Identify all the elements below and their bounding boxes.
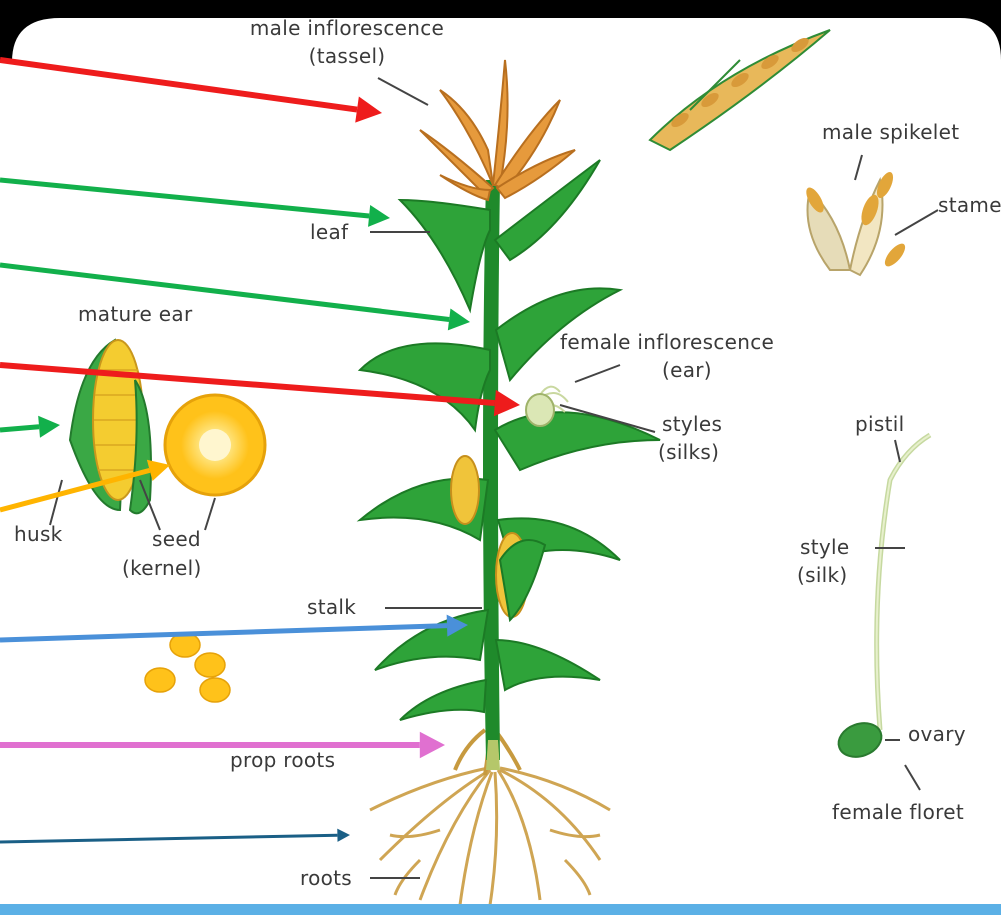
label-kernel: (kernel)	[122, 556, 202, 580]
label-style: style	[800, 535, 849, 559]
label-stamen: stame	[938, 193, 1001, 217]
label-silk: (silk)	[797, 563, 848, 587]
label-stalk: stalk	[307, 595, 356, 619]
label-prop-roots: prop roots	[230, 748, 335, 772]
label-roots: roots	[300, 866, 352, 890]
label-ovary: ovary	[908, 722, 966, 746]
bottom-accent-bar	[0, 904, 1001, 915]
label-female-inflorescence: female inflorescence	[560, 330, 774, 354]
label-male-inflorescence: male inflorescence	[222, 16, 472, 40]
ear-on-stalk	[451, 456, 479, 524]
label-seed: seed	[152, 527, 201, 551]
label-male-spikelet: male spikelet	[822, 120, 959, 144]
label-styles: styles	[662, 412, 722, 436]
label-husk: husk	[14, 522, 63, 546]
label-mature-ear: mature ear	[78, 302, 192, 326]
label-pistil: pistil	[855, 412, 904, 436]
label-leaf: leaf	[310, 220, 348, 244]
label-ear: (ear)	[662, 358, 712, 382]
label-female-floret: female floret	[832, 800, 964, 824]
stalk-drawing	[483, 180, 500, 760]
label-tassel: (tassel)	[262, 44, 432, 68]
kernel-cross-section	[165, 395, 265, 495]
label-silks: (silks)	[658, 440, 719, 464]
arrow-mature-ear-shaft	[0, 427, 39, 430]
